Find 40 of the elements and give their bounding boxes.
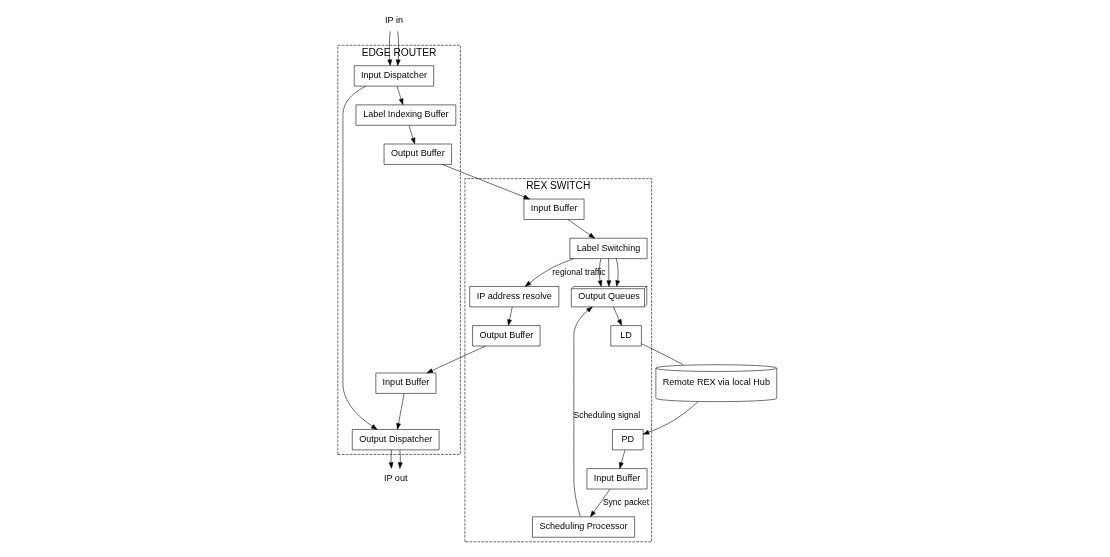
node-box: Label Indexing Buffer — [355, 104, 457, 126]
arrow — [507, 306, 513, 326]
edge-label: regional traffic — [552, 266, 606, 277]
arrow — [342, 85, 378, 430]
arrow — [525, 258, 575, 287]
node-text: IP out — [383, 472, 408, 483]
arrow — [387, 31, 392, 66]
node-text: IP in — [384, 15, 403, 26]
arrow — [442, 164, 530, 200]
arrow — [396, 31, 401, 66]
arrow — [590, 488, 611, 517]
node-box: Scheduling Processor — [532, 516, 635, 538]
arrow — [396, 393, 405, 430]
node-box: Input Buffer — [523, 198, 585, 220]
arrow — [426, 345, 486, 374]
node-box: PD — [612, 429, 644, 451]
arrow — [573, 306, 593, 517]
arrow — [398, 449, 403, 469]
arrow — [408, 125, 416, 145]
node-box: Label Switching — [569, 237, 648, 259]
arrow — [619, 449, 626, 469]
arrow — [613, 306, 622, 326]
node-box: Output Buffer — [383, 143, 452, 165]
node-box: IP address resolve — [469, 286, 560, 308]
node-box: Output Buffer — [472, 325, 541, 347]
connector — [641, 343, 684, 365]
node-box: Input Buffer — [586, 468, 648, 490]
edge-label: Scheduling signal — [573, 409, 641, 420]
arrow — [606, 258, 612, 287]
node-box: Output Dispatcher — [352, 429, 440, 451]
node-box: LD — [610, 325, 642, 347]
node-box: Input Buffer — [375, 372, 437, 394]
arrow — [597, 258, 603, 287]
edge-label: Sync packet — [602, 496, 650, 507]
node-box: Input Dispatcher — [354, 65, 434, 87]
arrow — [567, 219, 595, 239]
arrow — [615, 258, 620, 287]
arrow — [388, 449, 394, 469]
arrow — [396, 86, 404, 105]
arrow — [643, 401, 699, 435]
